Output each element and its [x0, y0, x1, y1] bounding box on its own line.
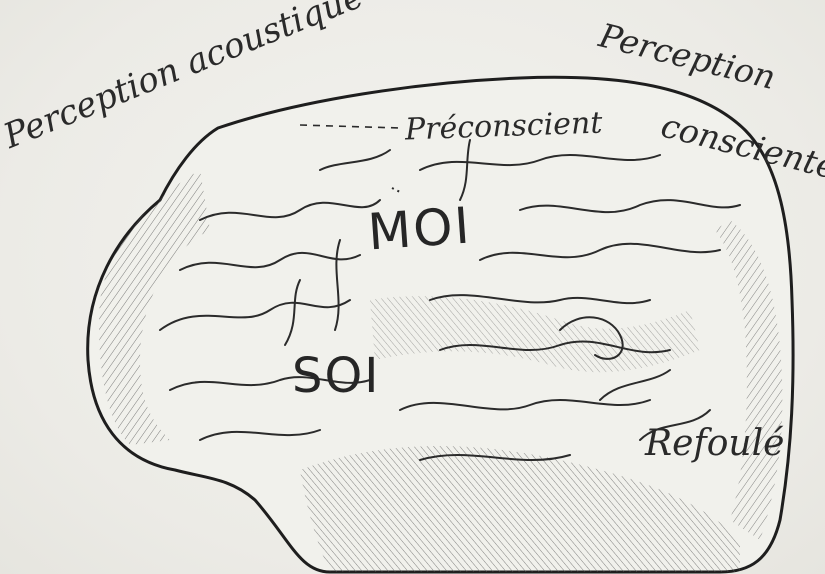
label-moi: MOI: [366, 200, 472, 257]
label-soi: SOI: [292, 352, 380, 400]
label-preconscient: Préconscient: [405, 109, 603, 146]
label-refoule: Refoulé: [645, 426, 784, 462]
